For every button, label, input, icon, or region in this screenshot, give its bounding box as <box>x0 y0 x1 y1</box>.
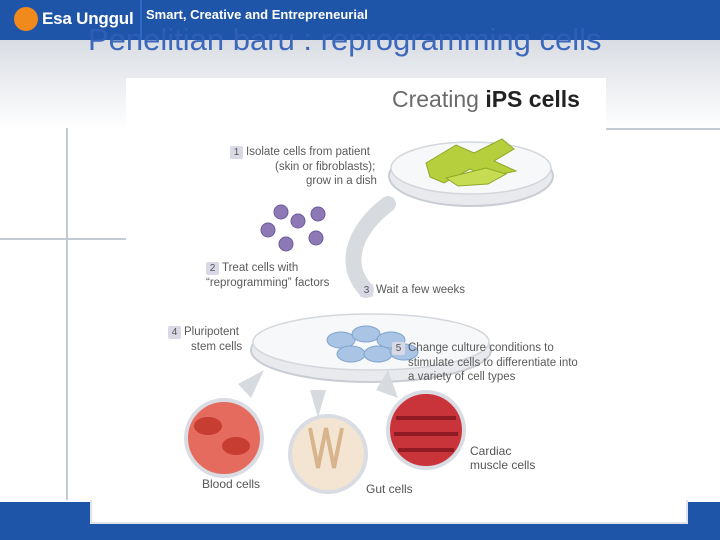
caption-muscle-cells: muscle cells <box>470 458 536 472</box>
dish-fibroblasts-icon <box>388 138 554 207</box>
step-5-line-1: Change culture conditions to <box>408 342 554 354</box>
step-2-number: 2 <box>206 262 219 275</box>
step-3-line-1: Wait a few weeks <box>376 284 466 296</box>
caption-gut-cells: Gut cells <box>366 482 413 496</box>
step-2-line-1: Treat cells with <box>222 262 299 274</box>
step-2-line-2: “reprogramming” factors <box>206 276 330 289</box>
step-5-number: 5 <box>392 342 405 355</box>
caption-cardiac: Cardiac <box>470 444 512 458</box>
dish-stem-cells-icon <box>250 313 492 383</box>
step-1-line-1: Isolate cells from patient <box>246 146 371 158</box>
logo-mark-icon <box>14 7 38 31</box>
step-5-line-2: stimulate cells to differentiate into <box>408 356 578 369</box>
reprogramming-factors-icon <box>260 204 326 252</box>
footer-panel <box>90 500 688 524</box>
logo-text: Esa Unggul <box>42 9 134 28</box>
tagline: Smart, Creative and Entrepreneurial <box>146 7 368 22</box>
frame-line-right <box>606 128 720 130</box>
diagram-title: Creating iPS cells <box>392 86 580 112</box>
step-5-line-3: a variety of cell types <box>408 371 516 383</box>
step-1-number: 1 <box>230 146 243 159</box>
step-4-line-2: stem cells <box>191 340 243 353</box>
ips-diagram: Creating iPS cells <box>126 78 606 500</box>
caption-blood-cells: Blood cells <box>202 477 261 491</box>
slide-title: Penelitian baru : reprogramming cells <box>88 22 602 57</box>
step-4-line-1: Pluripotent <box>184 326 239 338</box>
step-1-line-3: grow in a dish <box>306 175 377 187</box>
wait-arrow-icon <box>345 196 396 298</box>
step-1-line-2: (skin or fibroblasts); <box>275 160 376 173</box>
blood-cells-icon <box>184 398 264 478</box>
university-logo: Esa Unggul <box>0 0 142 40</box>
header-bar: Esa Unggul Smart, Creative and Entrepren… <box>0 0 720 40</box>
step-4-number: 4 <box>168 326 181 339</box>
differentiation-arrows-icon <box>238 370 398 418</box>
step-3-number: 3 <box>360 284 373 297</box>
frame-line-mid <box>0 238 126 240</box>
cardiac-cells-icon <box>386 390 466 470</box>
frame-line-left <box>66 128 68 500</box>
gut-cells-icon <box>288 414 368 494</box>
diagram-illustration <box>184 138 554 494</box>
